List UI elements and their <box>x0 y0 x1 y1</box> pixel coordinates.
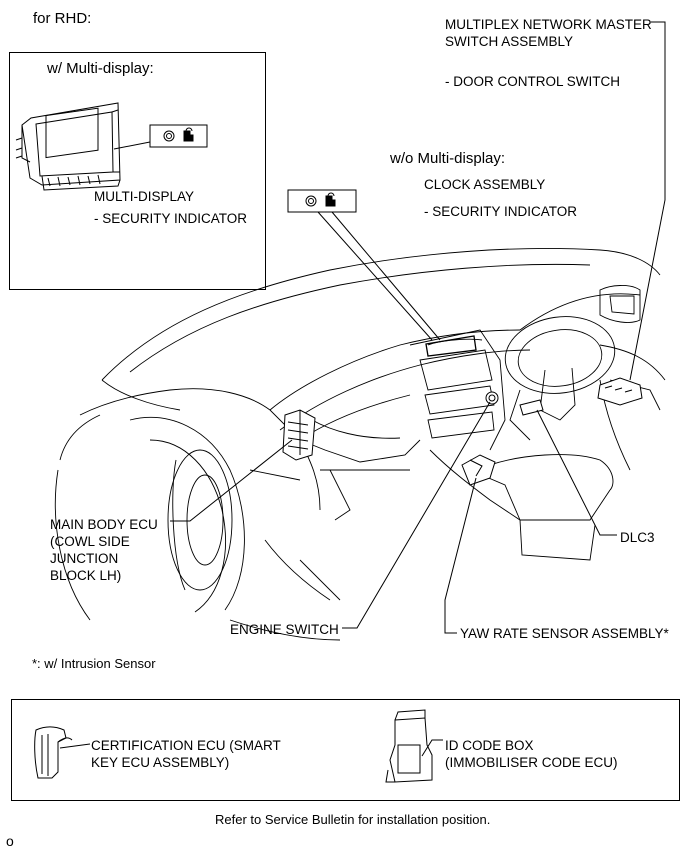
certification-ecu-label-2: KEY ECU ASSEMBLY) <box>91 755 230 770</box>
id-code-box-leader-line <box>421 739 443 757</box>
corner-mark: o <box>6 833 14 849</box>
multi-display-unit-drawing <box>15 102 121 191</box>
mnms-label-line1: MULTIPLEX NETWORK MASTER <box>445 17 652 32</box>
variant-label: for RHD: <box>33 10 92 27</box>
wo-multi-display-label: w/o Multi-display: <box>390 150 506 167</box>
main-body-ecu-drawing <box>282 409 316 461</box>
main-body-ecu-leader-line <box>170 439 293 522</box>
clock-pointer-line-a <box>317 211 433 341</box>
id-code-box-drawing <box>385 709 433 783</box>
inset-title: w/ Multi-display: <box>47 60 154 77</box>
clock-assembly-label: CLOCK ASSEMBLY <box>424 177 546 192</box>
main-body-ecu-label-3: JUNCTION <box>50 551 119 566</box>
mnms-label-line2: SWITCH ASSEMBLY <box>445 34 574 49</box>
main-body-ecu-label-1: MAIN BODY ECU <box>50 517 158 532</box>
dlc3-label: DLC3 <box>620 530 655 545</box>
mnms-sub-label: - DOOR CONTROL SWITCH <box>445 74 620 89</box>
clock-pointer-line-b <box>331 211 441 341</box>
bottom-parts-box <box>11 699 680 801</box>
id-code-box-label-2: (IMMOBILISER CODE ECU) <box>445 755 618 770</box>
multi-display-sub-label: - SECURITY INDICATOR <box>94 211 248 226</box>
certification-ecu-label-1: CERTIFICATION ECU (SMART <box>91 738 281 753</box>
interior-outline <box>54 248 666 641</box>
dlc3-leader-line <box>536 409 617 536</box>
multi-display-label: MULTI-DISPLAY <box>94 189 195 204</box>
security-indicator-icon-inset <box>149 124 208 148</box>
certification-ecu-leader-line <box>59 743 91 749</box>
engine-switch-label: ENGINE SWITCH <box>230 622 339 637</box>
mnms-switch-drawing <box>597 377 643 406</box>
main-body-ecu-label-2: (COWL SIDE <box>50 534 130 549</box>
yaw-rate-sensor-drawing <box>461 454 496 486</box>
yaw-rate-leader-line <box>444 477 477 634</box>
yaw-rate-sensor-label: YAW RATE SENSOR ASSEMBLY* <box>460 626 669 641</box>
engine-switch-drawing <box>485 391 499 405</box>
security-indicator-icon-clock <box>287 189 357 213</box>
inset-pointer-line <box>113 141 151 150</box>
bottom-note: Refer to Service Bulletin for installati… <box>215 812 491 827</box>
clock-sub-label: - SECURITY INDICATOR <box>424 204 578 219</box>
multi-display-inset <box>9 52 266 290</box>
engine-switch-leader-line <box>342 401 491 629</box>
mnms-leader-line <box>629 21 666 381</box>
footnote: *: w/ Intrusion Sensor <box>32 656 156 671</box>
id-code-box-label-1: ID CODE BOX <box>445 738 534 753</box>
dlc3-drawing <box>519 399 544 416</box>
certification-ecu-drawing <box>34 726 73 779</box>
